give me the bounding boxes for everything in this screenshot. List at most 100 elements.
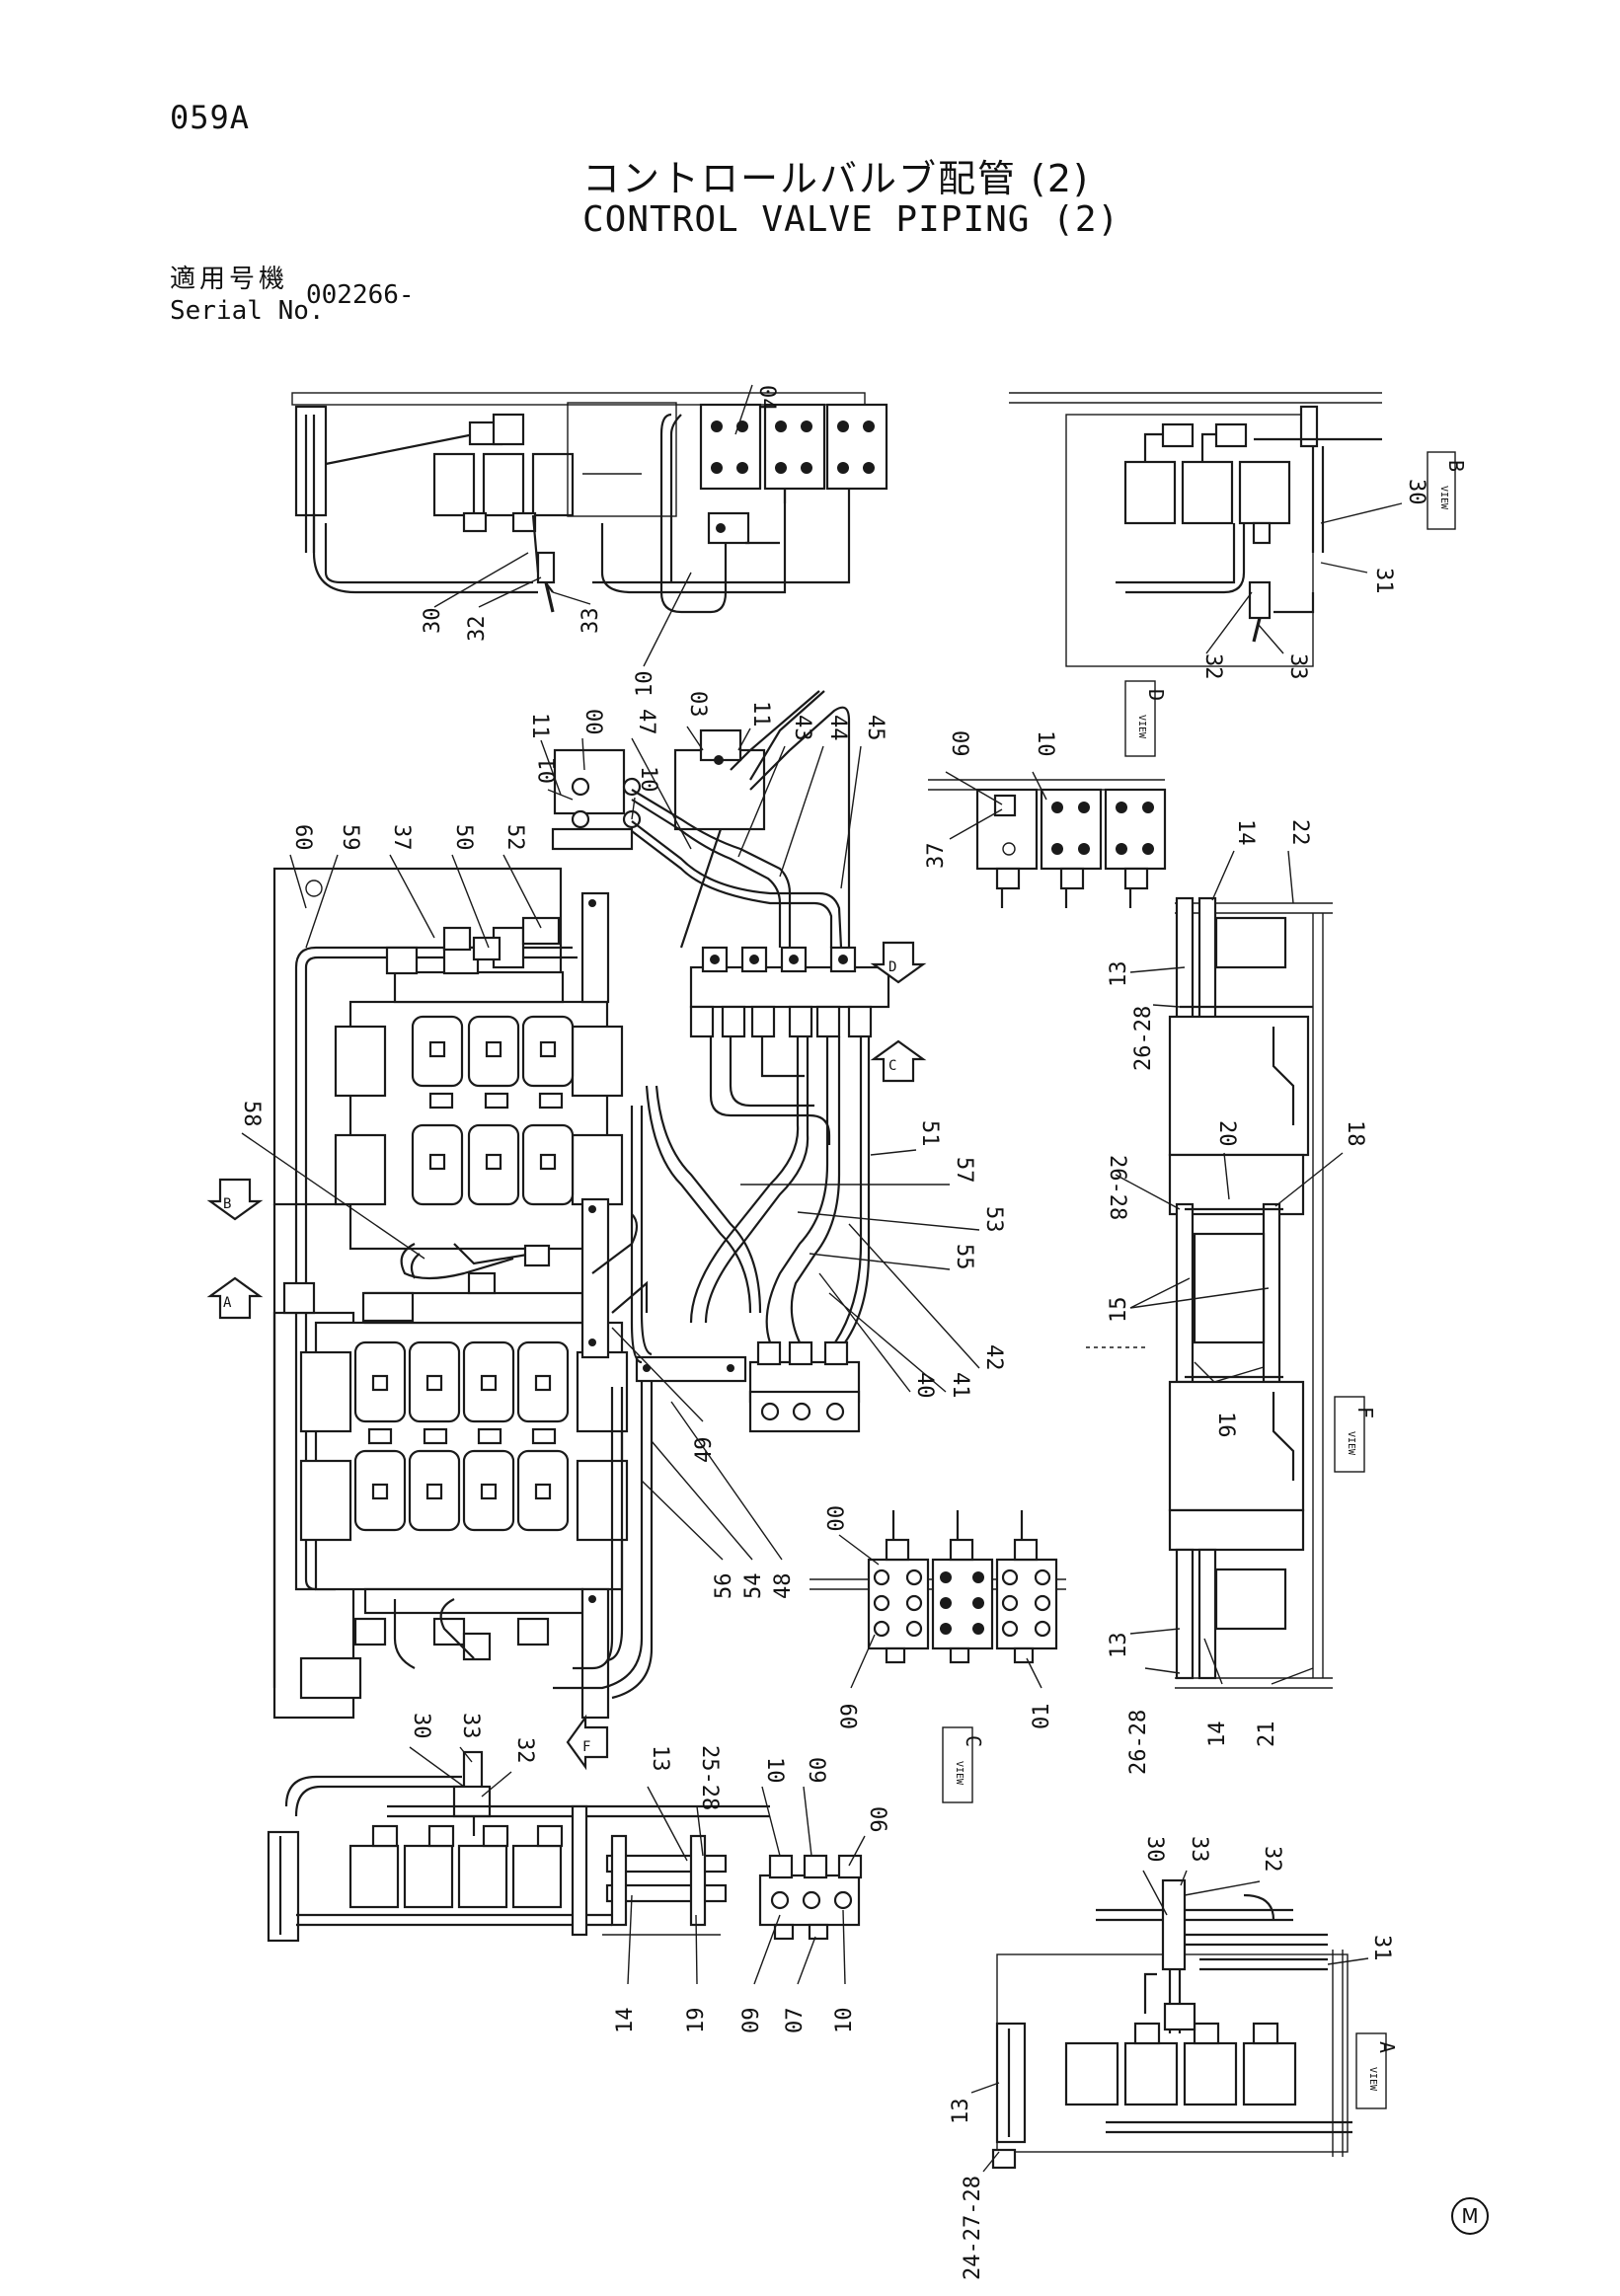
callout-side-26-28b: 26-28 bbox=[1105, 1155, 1129, 1220]
callout-bl-09b: 09 bbox=[739, 2008, 764, 2034]
serial-number-value: 002266- bbox=[306, 280, 415, 310]
view-a-label: VIEW bbox=[1367, 2067, 1378, 2092]
callout-view-d-37: 37 bbox=[924, 843, 949, 870]
callout-bl-14: 14 bbox=[613, 2008, 638, 2034]
callout-main-37: 37 bbox=[389, 824, 414, 851]
view-c-letter: C bbox=[962, 1735, 985, 1747]
view-d-label: VIEW bbox=[1136, 715, 1147, 739]
view-b-letter: B bbox=[1444, 460, 1468, 472]
view-d-drawing bbox=[928, 779, 1167, 908]
callout-bl-09a: 09 bbox=[804, 1757, 828, 1784]
callout-main-00: 00 bbox=[580, 709, 605, 735]
page-code: 059A bbox=[170, 99, 251, 136]
page-title-japanese: コントロールバルブ配管 (2) bbox=[582, 157, 1090, 200]
callout-side-20: 20 bbox=[1214, 1120, 1239, 1147]
view-c-drawing bbox=[810, 1510, 1066, 1664]
callout-view-c-01: 01 bbox=[1030, 1704, 1054, 1730]
callout-main-60: 60 bbox=[290, 824, 315, 851]
callout-main-54: 54 bbox=[741, 1573, 766, 1600]
view-a-letter: A bbox=[1375, 2041, 1399, 2053]
arrow-view-a-letter: A bbox=[223, 1295, 232, 1311]
serial-label-english: Serial No. bbox=[170, 296, 325, 326]
top-left-view bbox=[291, 392, 888, 614]
main-leader-lines bbox=[241, 726, 980, 1561]
callout-top-right-33: 33 bbox=[1285, 653, 1310, 680]
callout-side-18: 18 bbox=[1343, 1120, 1367, 1147]
callout-view-d-10: 10 bbox=[1033, 730, 1057, 757]
view-b-label: VIEW bbox=[1438, 486, 1449, 510]
view-f-letter: F bbox=[1353, 1407, 1377, 1418]
callout-top-right-32: 32 bbox=[1200, 653, 1225, 680]
page-title-english: CONTROL VALVE PIPING (2) bbox=[582, 199, 1120, 240]
callout-side-15: 15 bbox=[1107, 1297, 1131, 1324]
callout-main-47: 47 bbox=[634, 709, 658, 735]
arrow-view-f: F bbox=[566, 1714, 609, 1771]
callout-bl-25-28: 25-28 bbox=[697, 1745, 722, 1810]
callout-top-left-04: 04 bbox=[754, 385, 779, 412]
callout-main-55: 55 bbox=[952, 1244, 976, 1270]
callout-bl-13: 13 bbox=[648, 1745, 672, 1772]
view-d-tag: D VIEW bbox=[1124, 680, 1168, 757]
callout-side-26-28c: 26-28 bbox=[1126, 1710, 1151, 1775]
callout-side-13b: 13 bbox=[1107, 1633, 1131, 1659]
callout-side-26-28a: 26-28 bbox=[1131, 1006, 1156, 1071]
callout-main-03: 03 bbox=[685, 691, 710, 718]
arrow-view-d-letter: D bbox=[888, 959, 896, 975]
callout-side-14a: 14 bbox=[1233, 819, 1258, 846]
callout-br-32: 32 bbox=[1260, 1846, 1284, 1873]
callout-main-11: 11 bbox=[527, 713, 552, 739]
bottom-right-view bbox=[991, 1878, 1352, 2170]
callout-side-16: 16 bbox=[1213, 1412, 1238, 1438]
callout-side-22: 22 bbox=[1287, 819, 1312, 846]
callout-bl-32: 32 bbox=[512, 1737, 537, 1764]
callout-main-50: 50 bbox=[451, 824, 476, 851]
maker-mark: M bbox=[1451, 2197, 1489, 2235]
bottom-right-leader-lines bbox=[970, 1870, 1369, 2173]
callout-main-40: 40 bbox=[912, 1372, 937, 1399]
callout-br-31: 31 bbox=[1369, 1935, 1394, 1961]
view-c-label: VIEW bbox=[954, 1761, 964, 1786]
arrow-view-c-letter: C bbox=[888, 1058, 896, 1074]
arrow-view-b-letter: B bbox=[223, 1196, 231, 1212]
callout-main-42: 42 bbox=[981, 1344, 1006, 1371]
callout-br-30: 30 bbox=[1142, 1836, 1167, 1863]
callout-top-left-33: 33 bbox=[579, 608, 603, 635]
callout-view-c-00: 00 bbox=[821, 1505, 846, 1532]
callout-main-11b: 11 bbox=[748, 701, 773, 727]
callout-main-51: 51 bbox=[917, 1120, 942, 1147]
callout-bl-10a: 10 bbox=[762, 1757, 787, 1784]
view-d-letter: D bbox=[1144, 689, 1168, 701]
callout-side-21: 21 bbox=[1255, 1722, 1279, 1748]
view-b-tag: B VIEW bbox=[1427, 451, 1468, 530]
serial-label-japanese: 適用号機 bbox=[170, 265, 289, 294]
callout-bl-07: 07 bbox=[783, 2008, 808, 2034]
callout-view-d-09: 09 bbox=[947, 730, 971, 757]
view-c-tag: C VIEW bbox=[942, 1726, 985, 1803]
callout-bl-33: 33 bbox=[458, 1713, 483, 1739]
callout-side-13a: 13 bbox=[1107, 961, 1131, 988]
callout-main-57: 57 bbox=[952, 1157, 976, 1184]
bottom-left-leader-lines bbox=[409, 1746, 866, 1985]
callout-main-45: 45 bbox=[863, 715, 887, 741]
right-side-view bbox=[1086, 896, 1333, 1689]
arrow-view-b: B bbox=[206, 1178, 264, 1221]
callout-main-58: 58 bbox=[239, 1101, 264, 1127]
arrow-view-a: A bbox=[206, 1276, 264, 1320]
callout-bl-06: 06 bbox=[865, 1806, 889, 1833]
callout-top-left-10: 10 bbox=[633, 671, 657, 698]
bottom-left-view bbox=[267, 1750, 863, 1943]
callout-main-10: 10 bbox=[636, 766, 660, 793]
callout-top-left-32: 32 bbox=[465, 616, 490, 643]
callout-br-24-27-28: 24-27-28 bbox=[961, 2176, 985, 2280]
callout-bl-10b: 10 bbox=[832, 2008, 857, 2034]
callout-main-52: 52 bbox=[502, 824, 527, 851]
callout-top-left-30: 30 bbox=[421, 608, 445, 635]
view-f-label: VIEW bbox=[1346, 1431, 1356, 1456]
view-f-tag: F VIEW bbox=[1334, 1396, 1377, 1473]
callout-main-59: 59 bbox=[338, 824, 362, 851]
callout-side-14b: 14 bbox=[1205, 1722, 1230, 1748]
callout-main-53: 53 bbox=[981, 1206, 1006, 1233]
callout-top-right-31: 31 bbox=[1371, 568, 1396, 594]
callout-view-c-09: 09 bbox=[838, 1704, 863, 1730]
